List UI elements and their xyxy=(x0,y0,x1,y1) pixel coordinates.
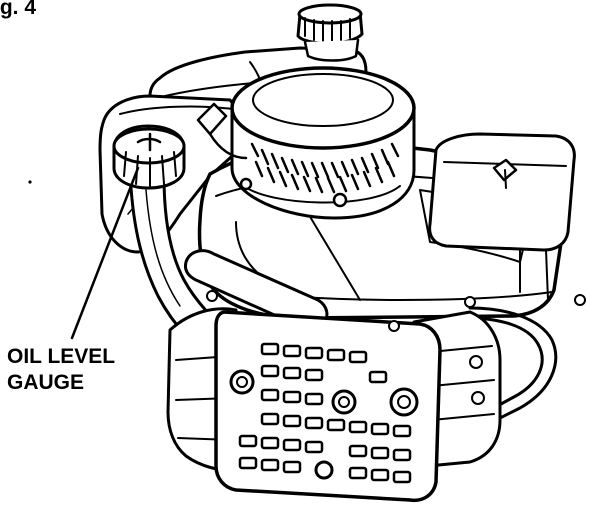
air-cleaner xyxy=(230,66,416,220)
figure-title: ig. 4 xyxy=(0,0,37,19)
shroud-bolts xyxy=(206,290,586,332)
stray-speck xyxy=(28,180,32,184)
oil-level-gauge-cap xyxy=(112,124,186,190)
fuel-cap xyxy=(296,3,364,62)
cooling-grille xyxy=(214,310,442,503)
air-cleaner-louvers xyxy=(250,142,400,194)
callout-leader-line xyxy=(70,166,140,340)
oil-level-gauge-label-line2: GAUGE xyxy=(7,371,85,394)
oil-level-gauge-label-line1: OIL LEVEL xyxy=(7,345,116,368)
spark-plug-boot xyxy=(196,102,248,160)
muffler xyxy=(428,132,576,301)
grille-slots xyxy=(238,342,412,484)
